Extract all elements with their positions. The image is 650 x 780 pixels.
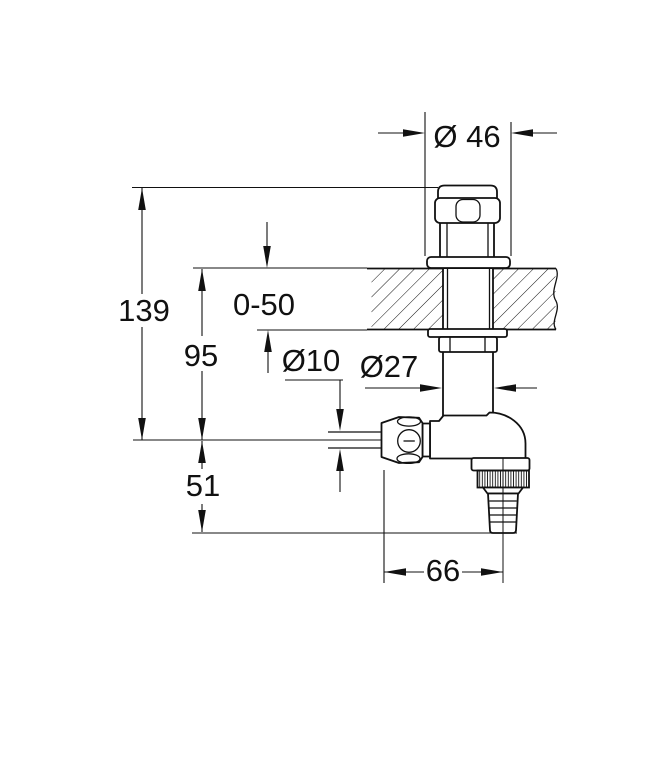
arrow-down-icon bbox=[336, 409, 344, 431]
dimension-pipe-diameter: Ø27 bbox=[360, 349, 537, 392]
shank-walls bbox=[442, 268, 494, 330]
dim-label-cap-diameter: Ø 46 bbox=[433, 119, 500, 154]
dim-label-mount-thickness: 0-50 bbox=[233, 287, 295, 322]
handle-top-ellipse bbox=[396, 416, 422, 427]
outlet-collar bbox=[470, 457, 531, 472]
neck-inner-lines bbox=[446, 223, 489, 257]
arrow-up-icon bbox=[138, 188, 146, 210]
arrow-right-icon bbox=[403, 129, 425, 137]
dimension-total-height: 139 bbox=[118, 186, 438, 440]
handle-stem bbox=[421, 422, 431, 458]
arrow-up-icon bbox=[264, 330, 272, 352]
mounting-panel bbox=[367, 267, 558, 331]
arrow-right-icon bbox=[420, 384, 442, 392]
cap-nut-facet bbox=[455, 198, 481, 223]
handle-knob bbox=[380, 416, 424, 464]
arrow-left-icon bbox=[511, 129, 533, 137]
dim-label-upper-height: 95 bbox=[184, 338, 218, 373]
valve-top-assembly bbox=[426, 184, 511, 269]
dimension-mount-thickness: 0-50 bbox=[193, 222, 367, 373]
handle-spindle-lines bbox=[328, 431, 382, 449]
valve-handle bbox=[328, 416, 431, 465]
locknut bbox=[438, 336, 498, 353]
locknut-facets bbox=[449, 337, 486, 352]
handle-bottom-ellipse bbox=[396, 453, 421, 465]
pipe-walls bbox=[442, 352, 494, 416]
body-outline bbox=[429, 411, 527, 460]
handle-screw-cover bbox=[397, 429, 421, 453]
cap-nut bbox=[434, 197, 501, 224]
outlet-assembly bbox=[470, 457, 531, 534]
cap-dome bbox=[437, 184, 498, 200]
dimension-upper-height: 95 bbox=[184, 269, 218, 440]
dim-label-pipe-diameter: Ø27 bbox=[360, 349, 419, 384]
arrow-left-icon bbox=[384, 568, 406, 576]
extension-lines bbox=[424, 112, 512, 256]
arrow-up-icon bbox=[198, 441, 206, 463]
mounting-flange bbox=[426, 256, 511, 269]
arrow-down-icon bbox=[198, 418, 206, 440]
dim-label-spindle-diameter: Ø10 bbox=[282, 343, 341, 378]
arrow-left-icon bbox=[494, 384, 516, 392]
valve-body bbox=[429, 411, 527, 460]
dim-label-total-height: 139 bbox=[118, 293, 170, 328]
arrow-up-icon bbox=[336, 449, 344, 471]
dim-label-outlet-offset: 66 bbox=[426, 553, 460, 588]
panel-hatch-right bbox=[493, 268, 556, 330]
fastening-and-pipe bbox=[427, 328, 508, 416]
dimension-cap-diameter: Ø 46 bbox=[378, 112, 557, 256]
panel-hatch-left bbox=[371, 268, 443, 330]
arrow-down-icon bbox=[138, 418, 146, 440]
dimension-lower-height: 51 bbox=[186, 441, 517, 534]
dimension-line bbox=[266, 222, 269, 373]
dimension-outlet-offset: 66 bbox=[383, 470, 503, 588]
dimension-spindle-diameter: Ø10 bbox=[282, 343, 344, 492]
shank-thread-lines bbox=[446, 268, 491, 330]
washer bbox=[427, 328, 508, 338]
arrow-down-icon bbox=[198, 510, 206, 532]
dimension-line bbox=[285, 379, 343, 492]
arrow-up-icon bbox=[198, 269, 206, 291]
dim-label-lower-height: 51 bbox=[186, 468, 220, 503]
arrow-right-icon bbox=[481, 568, 503, 576]
neck-walls bbox=[439, 223, 495, 257]
threaded-shank bbox=[442, 268, 494, 330]
panel-break-edge bbox=[553, 268, 558, 330]
arrow-down-icon bbox=[263, 246, 271, 268]
